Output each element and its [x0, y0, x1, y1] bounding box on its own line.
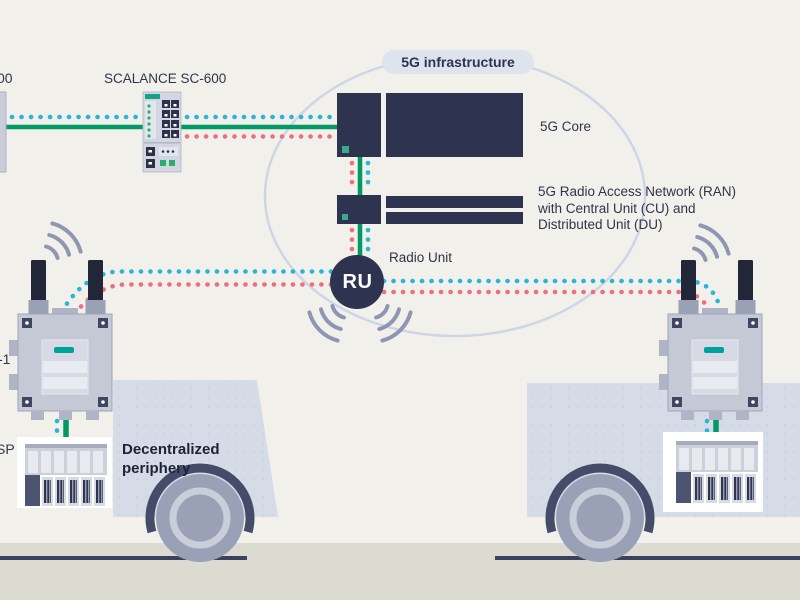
io-module-right [676, 441, 758, 503]
label-partial-device-left-top: 00 [0, 70, 13, 86]
5g-ran-block [337, 195, 523, 224]
connection-red-ru-left [75, 282, 334, 313]
scalance-sc600-device [142, 91, 182, 173]
infrastructure-pill: 5G infrastructure [382, 50, 534, 74]
io-module-left [25, 444, 107, 506]
wifi-arcs-ru-right [374, 304, 413, 343]
antenna-device-right [658, 259, 763, 421]
ground [0, 543, 800, 600]
connection-red-ru-right [381, 289, 712, 314]
wifi-arcs-ru-left [307, 304, 346, 343]
label-partial-et200sp: SP [0, 441, 15, 457]
label-decentralized-periphery: Decentralized periphery [122, 441, 220, 477]
label-5g-ran: 5G Radio Access Network (RAN) with Centr… [538, 184, 737, 232]
wifi-arcs-left-device [44, 221, 83, 260]
label-scalance-sc600: SCALANCE SC-600 [104, 71, 227, 86]
antenna-device-left [8, 259, 113, 421]
label-5g-core: 5G Core [540, 119, 592, 134]
label-radio-unit: Radio Unit [389, 250, 453, 265]
edge-device-partial [0, 91, 7, 173]
radio-unit-text: RU [342, 271, 373, 293]
5g-core-block [337, 93, 523, 157]
connection-cyan-ru-left [63, 269, 334, 308]
label-partial-device-left-mid: -1 [0, 351, 11, 367]
radio-unit-circle [330, 255, 384, 309]
